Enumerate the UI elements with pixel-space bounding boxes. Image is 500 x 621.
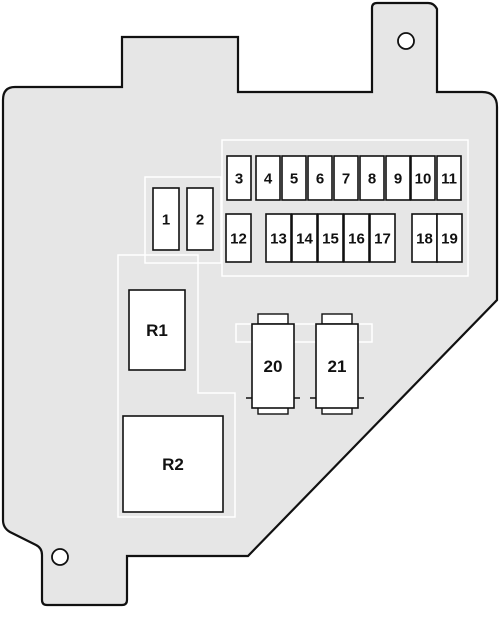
fuse-6-body: [307, 155, 333, 201]
fuse-3: 3: [226, 155, 252, 201]
fuse-20-body: [251, 323, 295, 409]
fuse-17-body: [369, 213, 396, 263]
fuse-8: 8: [359, 155, 385, 201]
fuse-11: 11: [436, 155, 462, 201]
fuse-16: 16: [343, 213, 370, 263]
fuse-19-body: [436, 213, 463, 263]
fuse-15-body: [317, 213, 344, 263]
relay-r1-body: [128, 289, 186, 371]
fuse-1-label: 1: [162, 211, 170, 228]
fuse-15-label: 15: [322, 230, 339, 247]
fuse-21-top-tab: [321, 313, 353, 325]
fuse-4-label: 4: [264, 170, 273, 187]
fuse-13-label: 13: [270, 230, 287, 247]
fuse-10: 10: [410, 155, 436, 201]
fuse-4-body: [255, 155, 281, 201]
fuse-14: 14: [291, 213, 318, 263]
fuse-17-label: 17: [374, 230, 391, 247]
fuse-16-body: [343, 213, 370, 263]
fuse-6: 6: [307, 155, 333, 201]
fuse-8-body: [359, 155, 385, 201]
fuse-12: 12: [225, 213, 252, 263]
fuse-10-body: [410, 155, 436, 201]
relay-r1: R1: [128, 289, 186, 371]
fuse-13: 13: [265, 213, 292, 263]
fuse-2: 2: [186, 187, 214, 251]
fuse-20-label: 20: [264, 357, 283, 376]
fuse-21-holder: 21: [310, 313, 364, 415]
fuse-5: 5: [281, 155, 307, 201]
fuse-21: 21: [315, 323, 359, 409]
relay-r1-label: R1: [146, 321, 168, 340]
fuse-3-label: 3: [235, 170, 243, 187]
fuse-19: 19: [436, 213, 463, 263]
fuse-7: 7: [333, 155, 359, 201]
fuse-17: 17: [369, 213, 396, 263]
fuse-11-body: [436, 155, 462, 201]
fuse-2-body: [186, 187, 214, 251]
fuse-18: 18: [411, 213, 438, 263]
fuse-block-frame: [221, 139, 469, 277]
fuse-15: 15: [317, 213, 344, 263]
fuse-box-housing: [1, 1, 499, 607]
fuse-19-label: 19: [441, 230, 458, 247]
fuse-6-label: 6: [316, 170, 324, 187]
mounting-hole-top: [397, 32, 415, 50]
fuse-20-top-tab: [257, 313, 289, 325]
fuse-2-label: 2: [196, 211, 204, 228]
fuse-1: 1: [152, 187, 180, 251]
relay-r2-body: [122, 415, 224, 513]
fuse-20: 20: [251, 323, 295, 409]
fuse-20-holder: 20: [246, 313, 300, 415]
fuse-12-body: [225, 213, 252, 263]
small-fuse-frame: [144, 176, 222, 264]
fuse-7-body: [333, 155, 359, 201]
fuse-21-label: 21: [328, 357, 347, 376]
relay-well-outline: [117, 254, 236, 518]
fuse-5-body: [281, 155, 307, 201]
fuse-7-label: 7: [342, 170, 350, 187]
fuse-9-label: 9: [394, 170, 402, 187]
fuse-16-label: 16: [348, 230, 365, 247]
fuse-14-label: 14: [296, 230, 313, 247]
relay-r2-label: R2: [162, 455, 184, 474]
fuse-9-body: [385, 155, 411, 201]
fuse-4: 4: [255, 155, 281, 201]
fuse-3-body: [226, 155, 252, 201]
relay-r2: R2: [122, 415, 224, 513]
fuse-9: 9: [385, 155, 411, 201]
fuse-10-label: 10: [415, 170, 432, 187]
mounting-hole-bottom: [51, 548, 69, 566]
fuse-13-body: [265, 213, 292, 263]
fuse-5-label: 5: [290, 170, 298, 187]
fuse-1-body: [152, 187, 180, 251]
fuse-21-body: [315, 323, 359, 409]
fuse-18-label: 18: [416, 230, 433, 247]
fuse-12-label: 12: [230, 230, 247, 247]
fuse-11-label: 11: [441, 170, 457, 187]
fuse-8-label: 8: [368, 170, 376, 187]
fuse-14-body: [291, 213, 318, 263]
